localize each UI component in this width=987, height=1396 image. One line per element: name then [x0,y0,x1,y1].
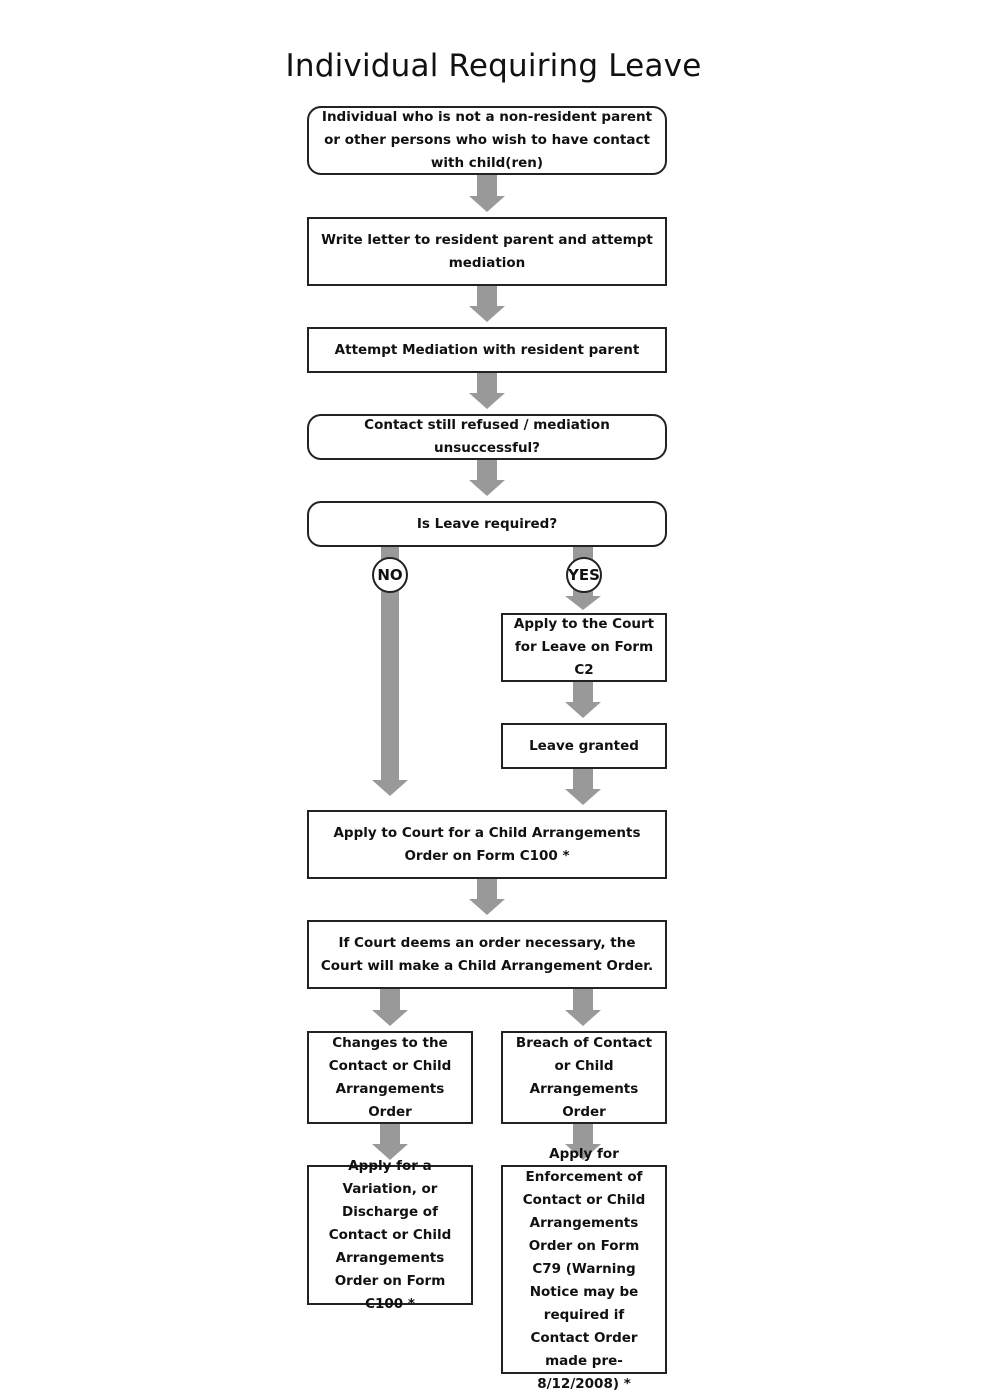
node-leave-granted-text: Leave granted [529,737,639,754]
node-breach: Breach of Contact or Child Arrangements … [501,1031,667,1124]
node-enforcement: Apply for Enforcement of Contact or Chil… [501,1146,667,1392]
no-badge: NO [372,557,408,593]
arrow-changes-variation [372,1124,408,1160]
arrow-order-breach [565,989,601,1026]
arrow-refused-leave [469,460,505,496]
arrow-c100-order [469,879,505,915]
node-refused: Contact still refused / mediation unsucc… [307,414,667,460]
node-variation-text: Apply for a Variation, or Discharge of C… [328,1157,452,1312]
page-title: Individual Requiring Leave [285,48,702,84]
arrow-granted-c100 [565,769,601,805]
node-changes-text: Changes to the Contact or Child Arrangem… [328,1034,452,1120]
arrow-order-changes [372,989,408,1026]
arrow-letter-mediation [469,286,505,322]
node-enforcement-text: Apply for Enforcement of Contact or Chil… [522,1146,646,1392]
node-court-order: If Court deems an order necessary, the C… [307,920,667,989]
node-start-text: Individual who is not a non-resident par… [321,109,653,171]
node-leave-question-text: Is Leave required? [416,515,558,532]
node-leave-question: Is Leave required? [307,501,667,547]
node-breach-text: Breach of Contact or Child Arrangements … [515,1034,653,1120]
node-court-order-text: If Court deems an order necessary, the C… [320,934,654,974]
node-changes: Changes to the Contact or Child Arrangem… [307,1031,473,1124]
node-letter-text: Write letter to resident parent and atte… [321,231,653,271]
node-apply-c2: Apply to the Court for Leave on Form C2 [501,613,667,682]
node-leave-granted: Leave granted [501,723,667,769]
node-start: Individual who is not a non-resident par… [307,106,667,175]
yes-badge: YES [566,557,602,593]
arrow-mediation-refused [469,373,505,409]
arrow-breach-enforcement [565,1124,601,1160]
node-letter: Write letter to resident parent and atte… [307,217,667,286]
node-apply-c100-text: Apply to Court for a Child Arrangements … [333,824,641,864]
arrow-no-branch [372,547,408,796]
node-mediation-text: Attempt Mediation with resident parent [334,341,640,358]
node-variation: Apply for a Variation, or Discharge of C… [307,1158,473,1312]
node-apply-c100: Apply to Court for a Child Arrangements … [307,810,667,879]
arrow-start-letter [469,175,505,212]
node-mediation: Attempt Mediation with resident parent [307,327,667,373]
node-apply-c2-text: Apply to the Court for Leave on Form C2 [513,616,655,678]
arrow-c2-granted [565,682,601,718]
node-refused-text: Contact still refused / mediation unsucc… [364,417,610,456]
